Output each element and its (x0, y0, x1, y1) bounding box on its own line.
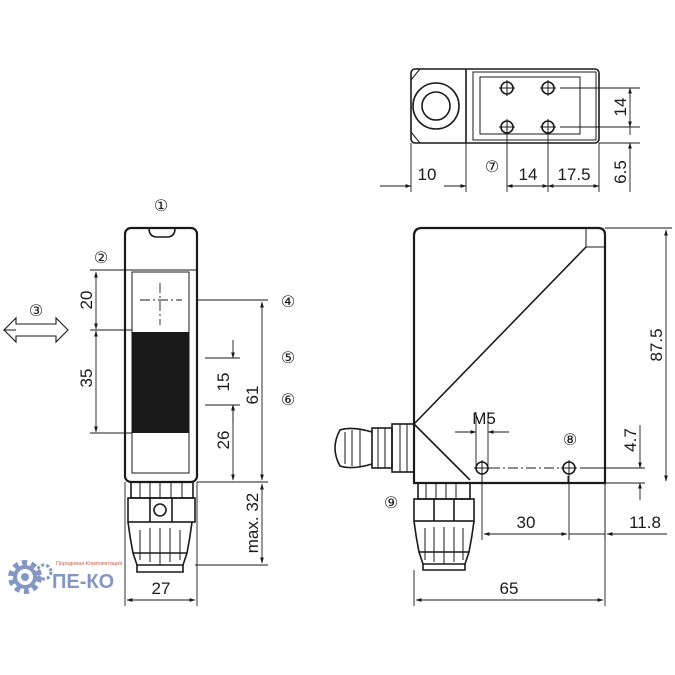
dim-front-27: 27 (152, 579, 171, 598)
dim-front-15: 15 (214, 373, 233, 392)
dim-top-6-5: 6.5 (611, 160, 630, 184)
callout-7: ⑦ (485, 157, 499, 176)
dim-side-4-7: 4.7 (621, 428, 640, 452)
dim-side-30: 30 (517, 513, 536, 532)
dim-front-26: 26 (214, 431, 233, 450)
dim-side-87-5: 87.5 (647, 328, 666, 361)
dim-front-35: 35 (77, 369, 96, 388)
dim-top-17-5: 17.5 (557, 165, 590, 184)
side-connector (334, 423, 475, 571)
callout-4: ④ (281, 292, 295, 311)
callout-2: ② (94, 248, 108, 267)
logo-tagline: Передовая Комплектация (56, 561, 122, 567)
logo-text: ПЕ-КО (52, 571, 114, 593)
gear-icon (8, 560, 42, 594)
callout-6: ⑥ (281, 390, 295, 409)
callout-3: ③ (29, 301, 43, 320)
sensing-direction-arrow (2, 316, 69, 344)
connector-nut-top (412, 82, 460, 130)
dim-top-10: 10 (418, 165, 437, 184)
dim-side-65: 65 (500, 579, 519, 598)
pe-ko-logo: Передовая Комплектация ПЕ-КО (8, 560, 122, 594)
front-view (2, 226, 268, 606)
dim-top-14-h: 14 (519, 165, 538, 184)
top-view (380, 68, 640, 192)
mount-holes-top (499, 80, 556, 135)
top-housing-outline (410, 68, 600, 144)
callout-5: ⑤ (281, 348, 295, 367)
dim-front-max-32: max. 32 (243, 493, 262, 553)
front-connector (127, 481, 196, 573)
dim-top-14-v: 14 (611, 98, 630, 117)
callout-8: ⑧ (563, 430, 577, 449)
dim-side-11-8: 11.8 (629, 513, 661, 532)
callout-1: ① (154, 196, 168, 215)
dim-front-20: 20 (77, 291, 96, 310)
side-view (334, 226, 672, 606)
dim-side-m5: M5 (472, 409, 496, 428)
gear-icon-small (35, 563, 53, 581)
dim-front-61: 61 (243, 386, 262, 405)
front-receiver-window (132, 332, 189, 433)
callout-9: ⑨ (384, 493, 398, 512)
top-mount-plate (472, 71, 597, 141)
